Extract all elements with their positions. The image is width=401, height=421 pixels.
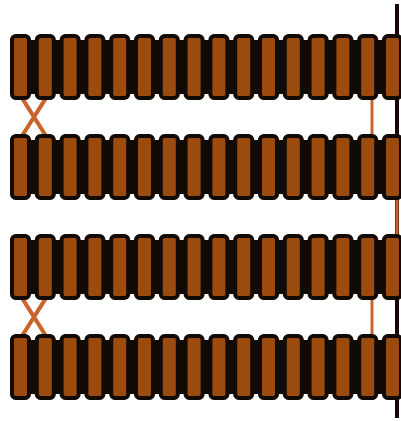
wooden-plank-icon[interactable]: [86, 336, 103, 398]
wooden-plank-icon[interactable]: [136, 36, 153, 98]
wooden-plank-icon[interactable]: [310, 136, 327, 198]
wooden-plank-icon[interactable]: [111, 236, 128, 298]
wooden-plank-icon[interactable]: [285, 236, 302, 298]
row-1[interactable]: [10, 36, 401, 98]
wooden-plank-icon[interactable]: [310, 36, 327, 98]
wooden-plank-icon[interactable]: [86, 36, 103, 98]
wooden-plank-icon[interactable]: [285, 336, 302, 398]
wooden-plank-icon[interactable]: [62, 36, 79, 98]
wooden-plank-icon[interactable]: [334, 36, 351, 98]
wooden-plank-icon[interactable]: [235, 236, 252, 298]
wooden-plank-icon[interactable]: [260, 36, 277, 98]
wooden-plank-icon[interactable]: [12, 236, 29, 298]
wooden-plank-icon[interactable]: [210, 236, 227, 298]
wooden-plank-icon[interactable]: [310, 236, 327, 298]
wooden-plank-icon[interactable]: [359, 336, 376, 398]
wooden-plank-icon[interactable]: [37, 236, 54, 298]
row-4[interactable]: [10, 336, 401, 398]
wooden-plank-icon[interactable]: [37, 36, 54, 98]
wooden-plank-icon[interactable]: [136, 336, 153, 398]
wooden-plank-icon[interactable]: [186, 36, 203, 98]
wooden-plank-icon[interactable]: [136, 136, 153, 198]
wooden-plank-icon[interactable]: [384, 336, 401, 398]
wooden-plank-icon[interactable]: [136, 236, 153, 298]
wooden-plank-icon[interactable]: [384, 36, 401, 98]
wooden-plank-icon[interactable]: [384, 236, 401, 298]
wooden-plank-icon[interactable]: [111, 336, 128, 398]
wooden-plank-icon[interactable]: [111, 36, 128, 98]
wooden-plank-icon[interactable]: [235, 136, 252, 198]
wooden-plank-icon[interactable]: [359, 36, 376, 98]
wooden-plank-icon[interactable]: [62, 136, 79, 198]
wooden-plank-icon[interactable]: [37, 336, 54, 398]
wooden-plank-icon[interactable]: [62, 236, 79, 298]
wooden-plank-icon[interactable]: [210, 136, 227, 198]
wooden-plank-icon[interactable]: [86, 236, 103, 298]
wooden-plank-icon[interactable]: [111, 136, 128, 198]
wooden-plank-icon[interactable]: [210, 336, 227, 398]
wooden-plank-icon[interactable]: [186, 136, 203, 198]
wooden-plank-icon[interactable]: [210, 36, 227, 98]
wooden-plank-icon[interactable]: [285, 36, 302, 98]
wooden-plank-icon[interactable]: [334, 336, 351, 398]
wooden-plank-icon[interactable]: [12, 136, 29, 198]
wooden-plank-icon[interactable]: [235, 36, 252, 98]
wooden-plank-icon[interactable]: [37, 136, 54, 198]
wooden-plank-icon[interactable]: [62, 336, 79, 398]
wooden-plank-icon[interactable]: [86, 136, 103, 198]
wooden-plank-icon[interactable]: [12, 336, 29, 398]
wooden-plank-icon[interactable]: [359, 236, 376, 298]
wooden-plank-icon[interactable]: [285, 136, 302, 198]
wooden-plank-icon[interactable]: [260, 136, 277, 198]
wooden-plank-icon[interactable]: [186, 336, 203, 398]
wooden-plank-icon[interactable]: [334, 236, 351, 298]
wooden-plank-icon[interactable]: [260, 236, 277, 298]
wooden-plank-icon[interactable]: [186, 236, 203, 298]
wooden-plank-icon[interactable]: [161, 136, 178, 198]
wooden-plank-icon[interactable]: [260, 336, 277, 398]
wooden-plank-icon[interactable]: [12, 36, 29, 98]
wooden-plank-icon[interactable]: [235, 336, 252, 398]
wooden-plank-icon[interactable]: [310, 336, 327, 398]
wooden-plank-icon[interactable]: [334, 136, 351, 198]
wooden-plank-icon[interactable]: [161, 336, 178, 398]
row-3[interactable]: [10, 236, 401, 298]
row-2[interactable]: [10, 136, 401, 198]
wooden-plank-icon[interactable]: [161, 236, 178, 298]
wooden-plank-icon[interactable]: [384, 136, 401, 198]
wooden-plank-icon[interactable]: [359, 136, 376, 198]
wooden-plank-icon[interactable]: [161, 36, 178, 98]
